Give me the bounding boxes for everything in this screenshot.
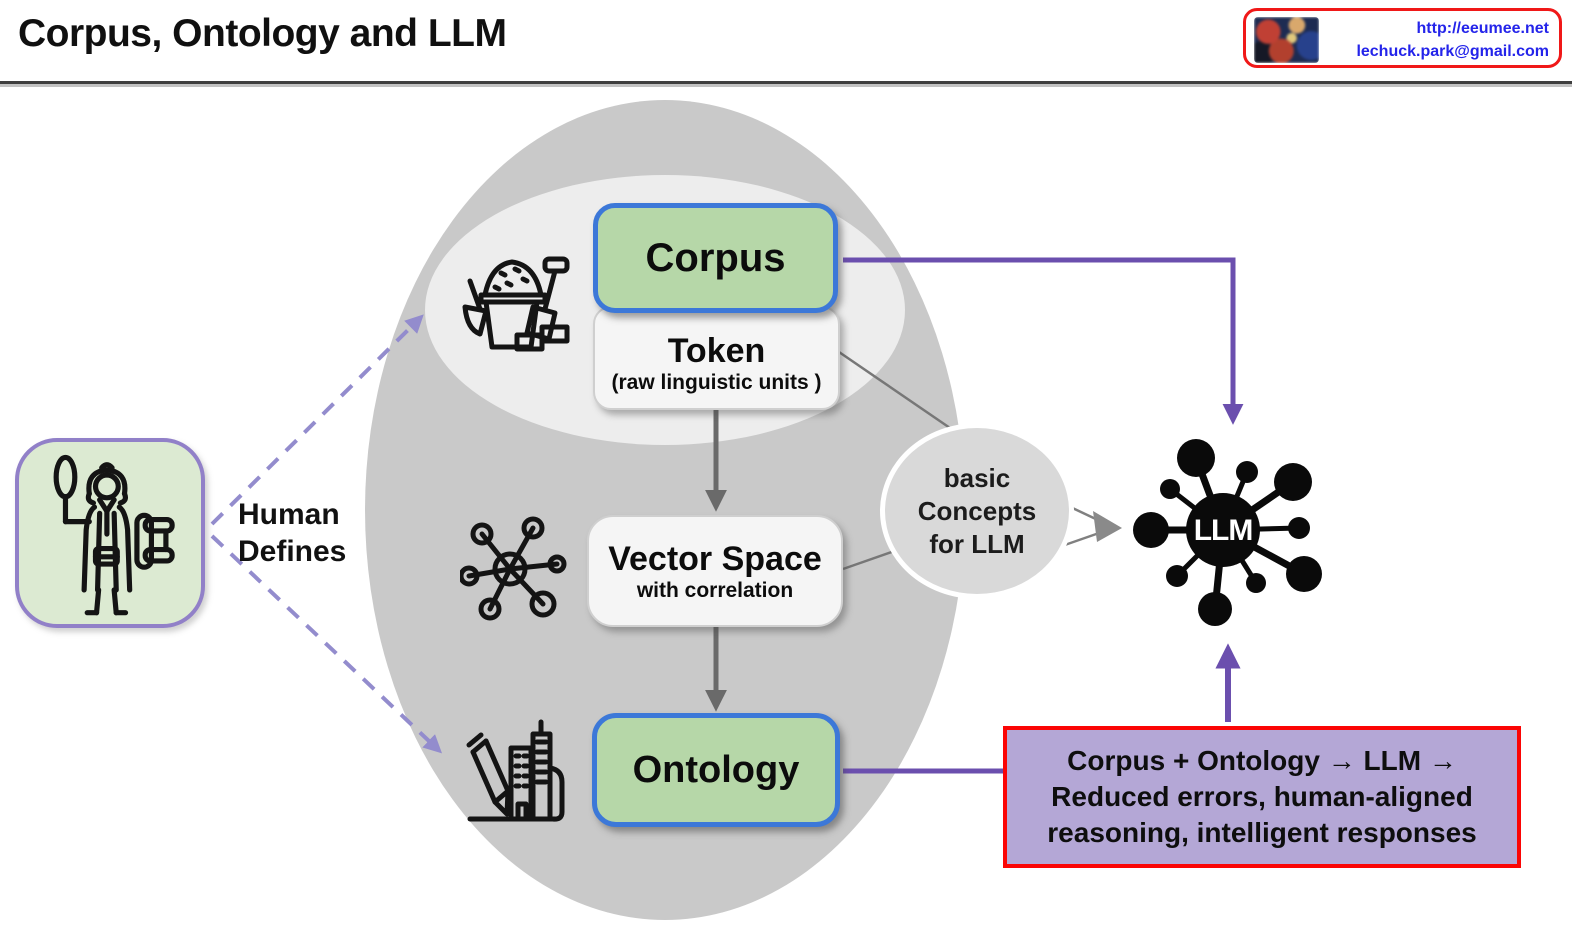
badge-url: http://eeumee.net bbox=[1416, 20, 1549, 37]
concepts-line2: Concepts bbox=[917, 495, 1037, 526]
vector-space-sublabel: with correlation bbox=[636, 578, 794, 602]
llm-label: LLM bbox=[1194, 514, 1253, 547]
concepts-line3: for LLM bbox=[929, 528, 1025, 559]
token-sublabel: (raw linguistic units ) bbox=[611, 370, 822, 394]
token-node: Token (raw linguistic units ) bbox=[593, 306, 840, 410]
ontology-label: Ontology bbox=[632, 748, 800, 791]
benefit-callout: Corpus + Ontology → LLM → Reduced errors… bbox=[1003, 726, 1521, 868]
title-divider bbox=[0, 81, 1572, 84]
token-label: Token bbox=[667, 331, 766, 370]
human-node bbox=[15, 438, 205, 628]
corpus-node: Corpus bbox=[593, 203, 838, 313]
sand-bucket-shovel-icon bbox=[462, 256, 570, 352]
concepts-line1: basic bbox=[943, 462, 1011, 493]
callout-line2: Reduced errors, human-aligned bbox=[1051, 781, 1473, 812]
corpus-label: Corpus bbox=[645, 235, 786, 280]
page-title: Corpus, Ontology and LLM bbox=[18, 12, 507, 55]
callout-line3: reasoning, intelligent responses bbox=[1047, 817, 1477, 848]
vector-space-label: Vector Space bbox=[608, 539, 822, 578]
dashed-arrow-human-to-corpus-area bbox=[210, 314, 424, 526]
arrow-corpus-to-llm bbox=[843, 257, 1244, 425]
llm-hub-spokes-icon: LLM bbox=[1133, 439, 1322, 626]
ontology-node: Ontology bbox=[592, 713, 840, 827]
callout-line1: Corpus + Ontology → LLM → bbox=[1067, 745, 1457, 776]
badge-email: lechuck.park@gmail.com bbox=[1356, 43, 1549, 60]
pirate-artwork-photo bbox=[1254, 17, 1319, 63]
line-token-to-concepts bbox=[838, 350, 951, 430]
basic-concepts-node: basic Concepts for LLM bbox=[880, 423, 1074, 599]
badge-photo-frame bbox=[1254, 17, 1319, 63]
author-badge: http://eeumee.net lechuck.park@gmail.com bbox=[1243, 8, 1562, 68]
badge-contact: http://eeumee.net lechuck.park@gmail.com bbox=[1356, 17, 1549, 63]
vector-space-node: Vector Space with correlation bbox=[587, 515, 843, 627]
human-philosopher-icon bbox=[53, 454, 175, 616]
network-molecule-icon bbox=[460, 516, 567, 621]
human-defines-label: Human Defines bbox=[238, 498, 347, 568]
pencil-city-blueprint-icon bbox=[466, 719, 565, 822]
